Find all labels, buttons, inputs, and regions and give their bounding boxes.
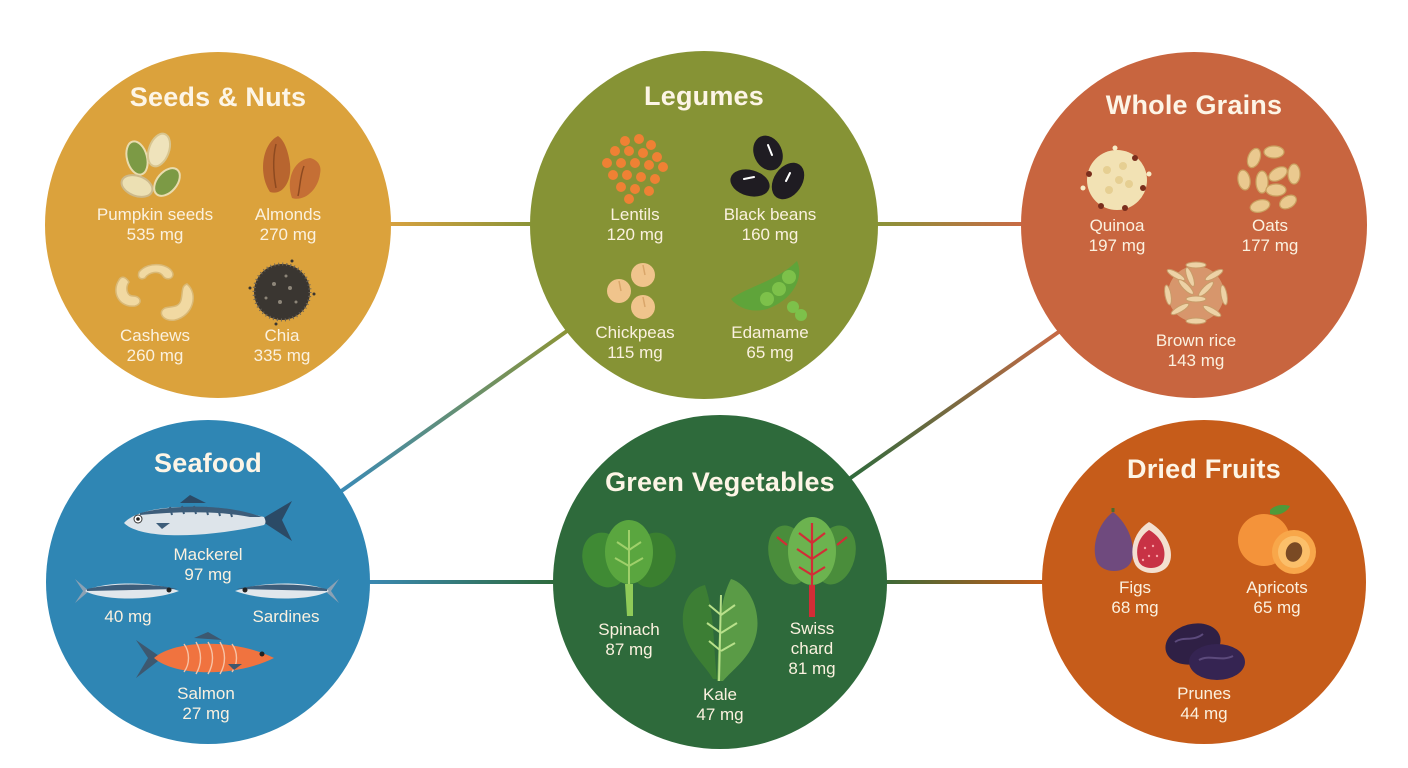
kale-icon (682, 579, 758, 682)
food-value: 87 mg (605, 640, 653, 659)
food-item-kale: Kale 47 mg (640, 575, 800, 725)
group-green-vegetables: Green Vegetables Spinach 87 mg Kale 47 m… (553, 415, 887, 749)
food-value: 97 mg (184, 565, 232, 584)
connector-greens-grains (847, 329, 1062, 481)
food-item-sardines: Sardines (206, 575, 366, 627)
food-name: Pumpkin seeds (96, 205, 214, 224)
food-item-oats: Oats 177 mg (1190, 144, 1350, 256)
food-value: 270 mg (259, 225, 317, 244)
food-item-chickpeas: Chickpeas 115 mg (555, 261, 715, 363)
group-title: Seafood (154, 448, 262, 478)
food-value: 120 mg (606, 225, 664, 244)
food-value: 68 mg (1111, 598, 1159, 617)
figs-icon (1094, 508, 1171, 573)
food-item-brown-rice: Brown rice 143 mg (1116, 257, 1276, 371)
food-name: Chickpeas (595, 323, 675, 342)
group-legumes: Legumes Lentils 120 mg Black beans 160 m… (530, 51, 878, 399)
group-title: Green Vegetables (605, 467, 835, 497)
food-name: Lentils (610, 205, 660, 224)
almonds-icon (263, 136, 321, 199)
chickpeas-icon (607, 263, 655, 319)
food-item-black-beans: Black beans 160 mg (690, 133, 850, 245)
food-value: 81 mg (788, 659, 836, 678)
food-value: 40 mg (104, 607, 152, 626)
swiss-chard-icon (768, 517, 856, 617)
food-item-cashews: Cashews 260 mg (75, 258, 235, 366)
spinach-icon (582, 520, 676, 616)
food-value: 44 mg (1180, 704, 1228, 723)
food-value: 47 mg (696, 705, 744, 724)
food-item-almonds: Almonds 270 mg (208, 130, 368, 245)
food-value: 197 mg (1088, 236, 1146, 255)
food-item-pumpkin-seeds: Pumpkin seeds 535 mg (75, 130, 235, 245)
food-name: Mackerel (173, 545, 243, 564)
food-item-prunes: Prunes 44 mg (1124, 620, 1284, 724)
food-value: 65 mg (1253, 598, 1301, 617)
food-name: Chia (264, 326, 300, 345)
mackerel-icon (124, 495, 292, 541)
food-name: Figs (1118, 578, 1152, 597)
group-title: Seeds & Nuts (129, 82, 307, 112)
fish-icon (75, 579, 179, 603)
food-item-apricots: Apricots 65 mg (1197, 504, 1357, 618)
food-value: 335 mg (253, 346, 311, 365)
black-beans-icon (730, 135, 805, 200)
edamame-icon (731, 261, 807, 321)
group-title: Legumes (644, 81, 764, 111)
lentils-icon (602, 134, 668, 204)
food-name: Oats (1252, 216, 1288, 235)
group-dried-fruits: Dried Fruits Figs 68 mg Apricots 65 mg P… (1042, 420, 1366, 744)
food-item-lentils: Lentils 120 mg (555, 133, 715, 245)
food-value: 177 mg (1241, 236, 1299, 255)
food-value: 160 mg (741, 225, 799, 244)
sardine-icon (235, 579, 339, 603)
food-value: 115 mg (607, 343, 663, 362)
food-value: 535 mg (126, 225, 184, 244)
food-name: Salmon (177, 684, 235, 703)
food-item-fish: 40 mg (48, 575, 208, 627)
food-item-figs: Figs 68 mg (1055, 508, 1215, 618)
food-item-spinach: Spinach 87 mg (549, 520, 709, 660)
group-whole-grains: Whole Grains Quinoa 197 mg Oats (1021, 52, 1367, 398)
food-item-mackerel: Mackerel 97 mg (108, 495, 308, 585)
food-name: Swiss (789, 619, 835, 638)
cashews-icon (115, 263, 194, 321)
food-name: chard (790, 639, 834, 658)
food-item-edamame: Edamame 65 mg (690, 259, 850, 363)
salmon-icon (136, 632, 274, 678)
food-item-salmon: Salmon 27 mg (106, 632, 306, 724)
pumpkin-seeds-icon (120, 132, 181, 198)
food-name: Sardines (252, 607, 320, 626)
food-name: Kale (702, 685, 738, 704)
brown-rice-icon (1164, 261, 1228, 325)
food-name: Cashews (120, 326, 190, 345)
group-seafood: Seafood Mackerel 97 mg 40 mg Sardi (46, 420, 370, 744)
group-title: Dried Fruits (1127, 454, 1281, 484)
food-value: 27 mg (182, 704, 230, 723)
food-name: Edamame (731, 323, 809, 342)
food-name: Black beans (723, 205, 817, 224)
chia-seeds-icon (248, 259, 316, 326)
food-item-chia: Chia 335 mg (202, 258, 362, 366)
group-title: Whole Grains (1105, 90, 1283, 120)
quinoa-icon (1080, 145, 1152, 211)
food-name: Brown rice (1155, 331, 1237, 350)
connector-legumes-seafood (338, 329, 569, 494)
food-item-swiss-chard: Swiss chard 81 mg (732, 515, 892, 679)
food-name: Spinach (598, 620, 660, 639)
food-name: Prunes (1177, 684, 1231, 703)
food-value: 65 mg (746, 343, 794, 362)
food-name: Apricots (1246, 578, 1308, 597)
food-name: Quinoa (1089, 216, 1145, 235)
apricots-icon (1238, 505, 1316, 574)
food-item-quinoa: Quinoa 197 mg (1037, 144, 1197, 256)
oats-icon (1237, 145, 1301, 213)
group-seeds-nuts: Seeds & Nuts Pumpkin seeds 535 mg Almond… (45, 52, 391, 398)
food-name: Almonds (254, 205, 322, 224)
prunes-icon (1165, 623, 1245, 680)
food-value: 143 mg (1167, 351, 1225, 370)
food-value: 260 mg (126, 346, 184, 365)
